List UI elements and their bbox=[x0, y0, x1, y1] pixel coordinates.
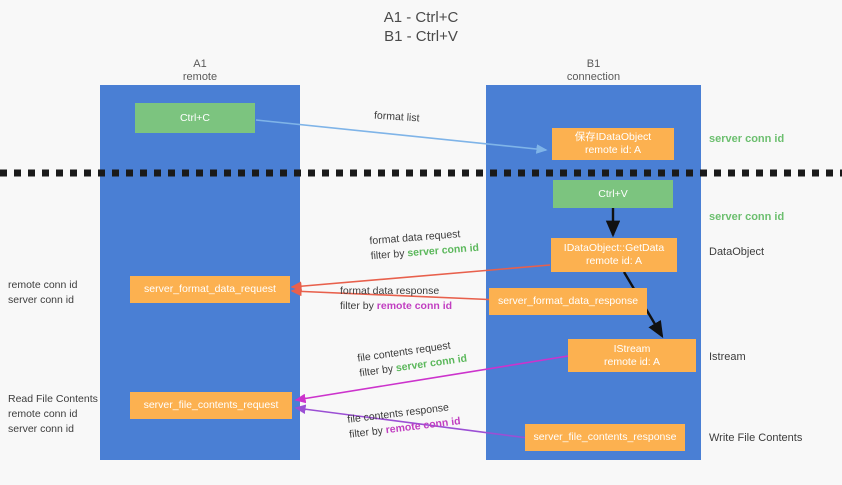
page-title: A1 - Ctrl+C B1 - Ctrl+V bbox=[383, 9, 459, 45]
label-read-file-contents-group: Read File Contents remote conn id server… bbox=[8, 392, 98, 437]
label-istream: Istream bbox=[709, 351, 746, 363]
label-write-file-contents: Write File Contents bbox=[709, 432, 803, 444]
column-heading-a1: A1 remote bbox=[182, 58, 218, 83]
label-server-conn-id-top: server conn id bbox=[709, 133, 785, 145]
node-ctrl-c[interactable]: Ctrl+C bbox=[135, 103, 255, 133]
edge-label-format-data-response-filter: filter by remote conn id bbox=[340, 300, 453, 312]
edge-label-format-data-response-group: format data response filter by remote co… bbox=[340, 284, 452, 314]
label-file-remote-conn-id: remote conn id bbox=[8, 408, 78, 420]
edge-label-format-list: format list bbox=[373, 109, 420, 125]
edge-label-file-contents-request-group: file contents request filter by server c… bbox=[356, 337, 468, 382]
node-idataobject-getdata[interactable]: IDataObject::GetData remote id: A bbox=[551, 238, 677, 272]
edge-label-format-data-response: format data response bbox=[340, 285, 440, 297]
node-ctrl-v[interactable]: Ctrl+V bbox=[553, 180, 673, 208]
node-istream[interactable]: IStream remote id: A bbox=[568, 339, 696, 372]
label-format-remote-conn-id: remote conn id bbox=[8, 279, 78, 291]
label-format-conn-ids: remote conn id server conn id bbox=[8, 278, 77, 308]
node-server-file-contents-request[interactable]: server_file_contents_request bbox=[130, 392, 292, 419]
label-dataobject: DataObject bbox=[709, 246, 765, 258]
label-read-file-contents: Read File Contents bbox=[8, 393, 98, 405]
column-heading-b1: B1 connection bbox=[566, 58, 621, 83]
label-file-server-conn-id: server conn id bbox=[8, 423, 74, 435]
node-idataobject[interactable]: 保存IDataObject remote id: A bbox=[552, 128, 674, 160]
label-format-server-conn-id: server conn id bbox=[8, 294, 74, 306]
edge-label-format-data-request-group: format data request filter by server con… bbox=[369, 226, 480, 264]
label-server-conn-id-mid: server conn id bbox=[709, 211, 785, 223]
node-server-file-contents-response[interactable]: server_file_contents_response bbox=[525, 424, 685, 451]
node-server-format-data-request[interactable]: server_format_data_request bbox=[130, 276, 290, 303]
edge-label-file-contents-response-group: file contents response filter by remote … bbox=[347, 399, 462, 442]
node-server-format-data-response[interactable]: server_format_data_response bbox=[489, 288, 647, 315]
